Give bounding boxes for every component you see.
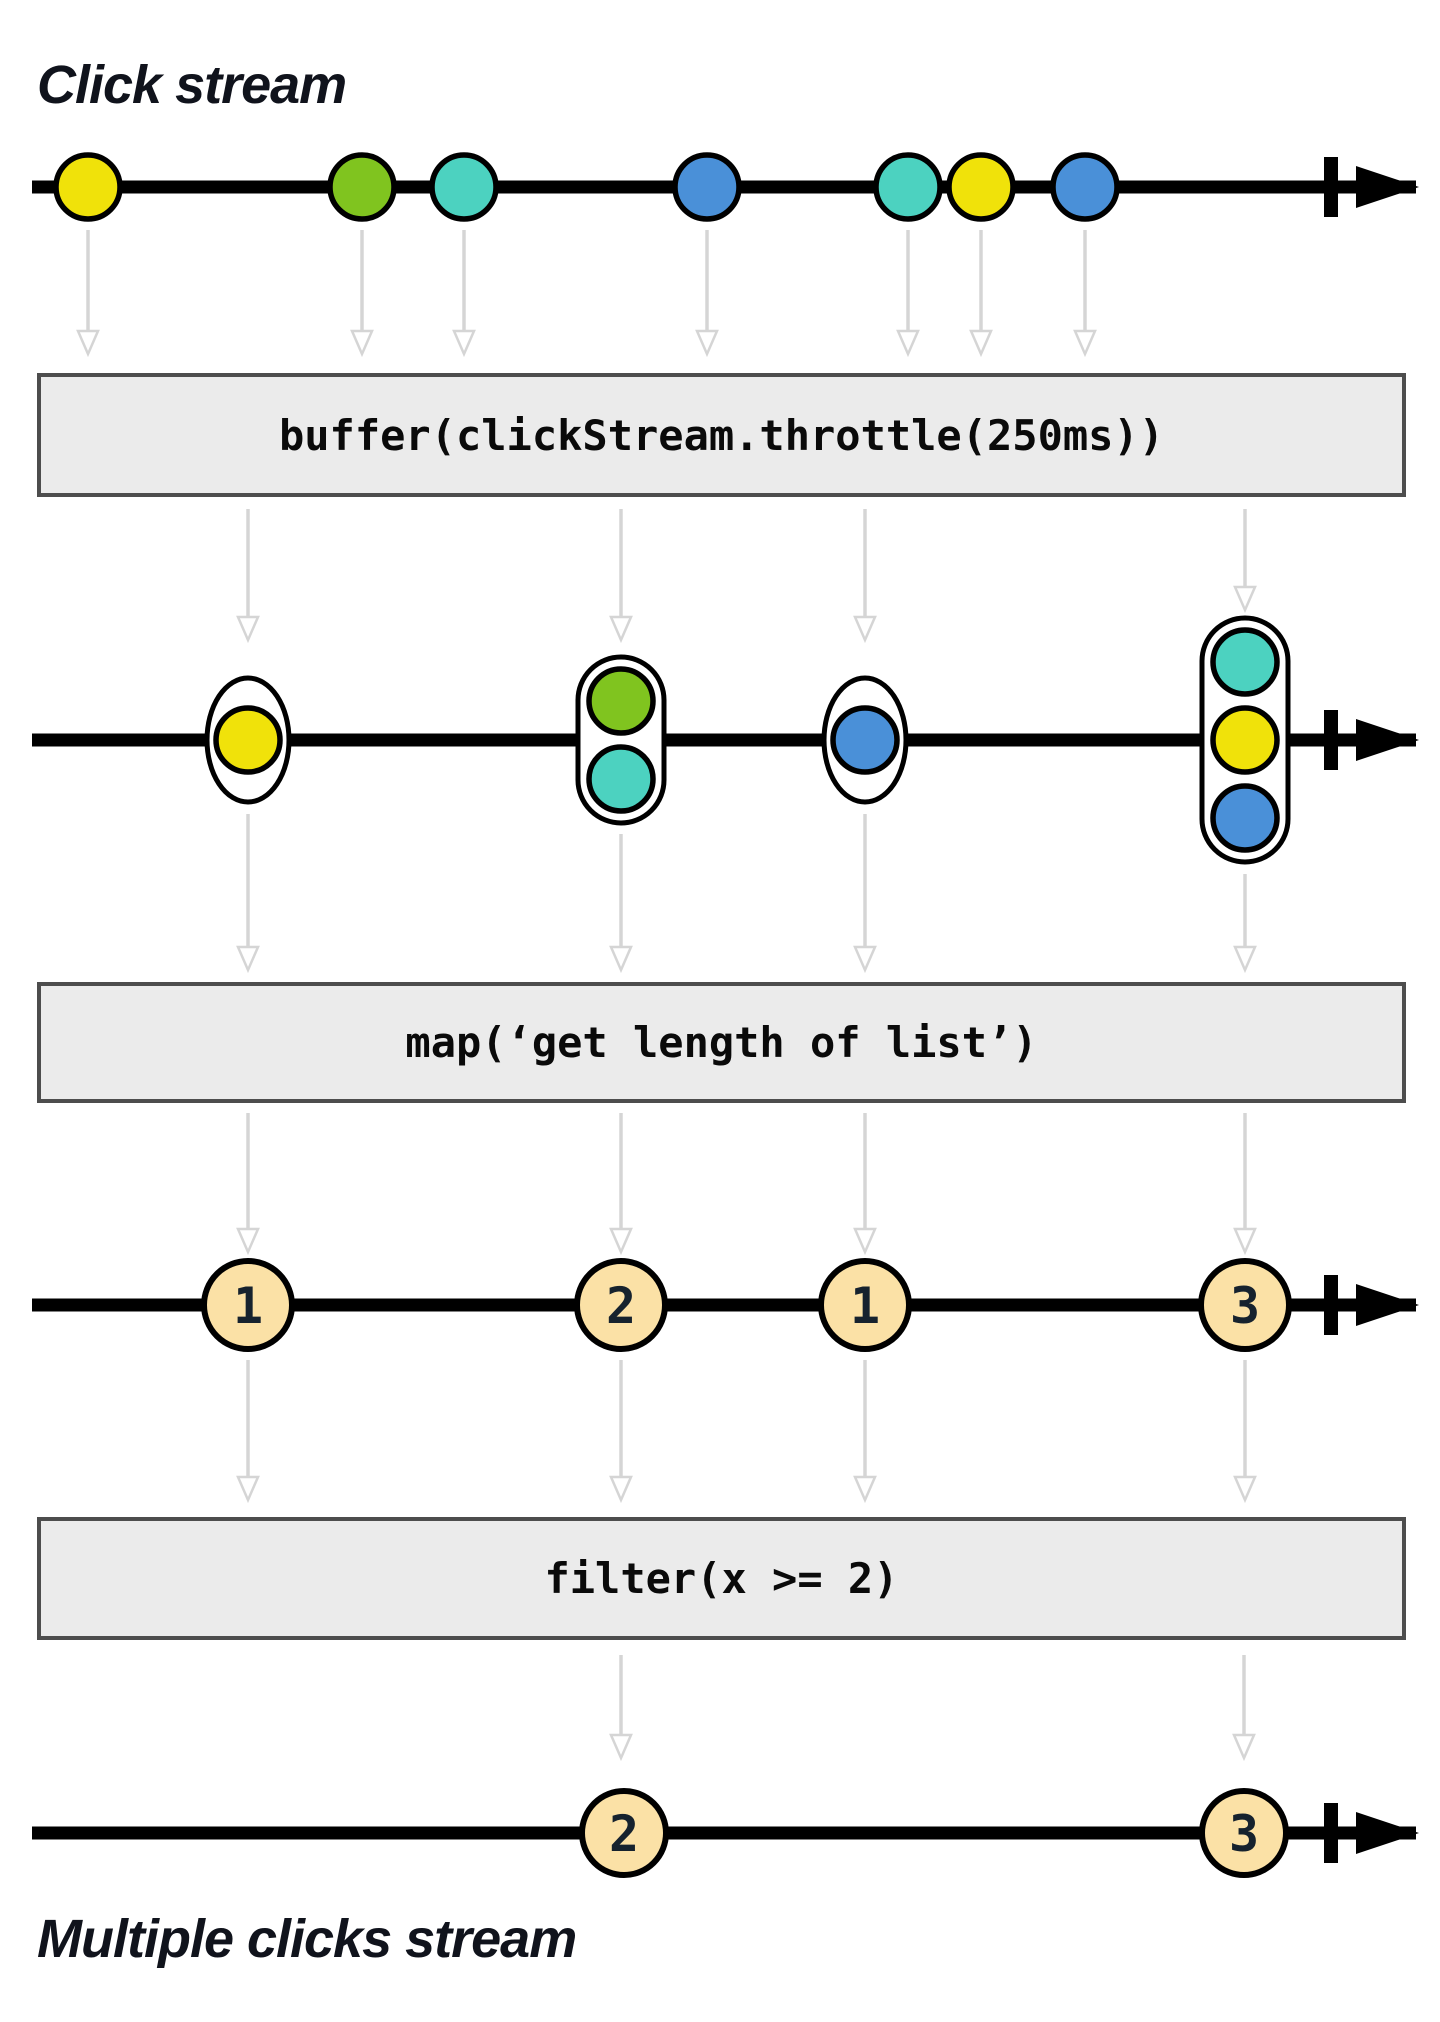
clicks-into-buffer-arrow-head-icon bbox=[695, 329, 719, 358]
filter-out-arrow-head-icon bbox=[609, 1733, 633, 1762]
blue-marble bbox=[672, 152, 742, 222]
counts-into-filter-arrow-head-icon bbox=[1233, 1475, 1257, 1504]
operator-label-map: map(‘get length of list’) bbox=[405, 1018, 1038, 1067]
count-marble bbox=[1198, 1258, 1292, 1352]
multiple-clicks-stream-title: Multiple clicks stream bbox=[37, 1909, 577, 1969]
lists-into-map-arrow-head-icon bbox=[236, 945, 260, 974]
clicks-into-buffer-arrow-head-icon bbox=[452, 329, 476, 358]
count-marble bbox=[579, 1788, 669, 1878]
buffered-lists-stream-arrowhead-icon bbox=[1356, 719, 1419, 761]
list-lengths-stream-arrowhead-icon bbox=[1356, 1284, 1419, 1326]
count-marble-value: 2 bbox=[609, 1805, 639, 1863]
lists-into-map-arrow-head-icon bbox=[1233, 945, 1257, 974]
clicks-into-buffer-arrow-head-icon bbox=[76, 329, 100, 358]
count-marble-value: 1 bbox=[233, 1277, 263, 1335]
counts-into-filter-arrow-head-icon bbox=[236, 1475, 260, 1504]
clicks-into-buffer-arrow-head-icon bbox=[1073, 329, 1097, 358]
count-marble-value: 2 bbox=[606, 1277, 636, 1335]
blue-marble bbox=[1210, 783, 1280, 853]
clicks-into-buffer-arrow-head-icon bbox=[350, 329, 374, 358]
operator-box-filter: filter(x >= 2) bbox=[37, 1517, 1406, 1640]
teal-marble bbox=[586, 744, 656, 814]
counts-into-filter-arrow-head-icon bbox=[853, 1475, 877, 1504]
green-marble bbox=[586, 666, 656, 736]
map-out-arrow-head-icon bbox=[1233, 1227, 1257, 1256]
lists-into-map-arrow-head-icon bbox=[853, 945, 877, 974]
count-marble bbox=[201, 1258, 295, 1352]
teal-marble bbox=[1210, 627, 1280, 697]
yellow-marble bbox=[1210, 705, 1280, 775]
click-stream-terminator-bar bbox=[1324, 157, 1338, 217]
count-marble bbox=[574, 1258, 668, 1352]
buffered-lists-stream-terminator-bar bbox=[1324, 710, 1338, 770]
green-marble bbox=[327, 152, 397, 222]
yellow-marble bbox=[213, 705, 283, 775]
buffer-out-arrow-head-icon bbox=[1233, 585, 1257, 614]
count-marble-value: 3 bbox=[1229, 1805, 1259, 1863]
count-marble-value: 3 bbox=[1230, 1277, 1260, 1335]
operator-label-buffer: buffer(clickStream.throttle(250ms)) bbox=[278, 410, 1164, 460]
blue-marble bbox=[1050, 152, 1120, 222]
count-marble-value: 1 bbox=[850, 1277, 880, 1335]
teal-marble bbox=[873, 152, 943, 222]
clicks-into-buffer-arrow-head-icon bbox=[896, 329, 920, 358]
operator-box-map: map(‘get length of list’) bbox=[37, 982, 1406, 1103]
map-out-arrow-head-icon bbox=[236, 1227, 260, 1256]
yellow-marble bbox=[53, 152, 123, 222]
multiple-clicks-stream-terminator-bar bbox=[1324, 1803, 1338, 1863]
buffer-out-arrow-head-icon bbox=[853, 615, 877, 644]
operator-label-filter: filter(x >= 2) bbox=[544, 1554, 899, 1603]
list-lengths-stream-terminator-bar bbox=[1324, 1275, 1338, 1335]
map-out-arrow-head-icon bbox=[609, 1227, 633, 1256]
yellow-marble bbox=[946, 152, 1016, 222]
count-marble bbox=[818, 1258, 912, 1352]
map-out-arrow-head-icon bbox=[853, 1227, 877, 1256]
filter-out-arrow-head-icon bbox=[1232, 1733, 1256, 1762]
operator-box-buffer: buffer(clickStream.throttle(250ms)) bbox=[37, 373, 1406, 497]
teal-marble bbox=[429, 152, 499, 222]
blue-marble bbox=[830, 705, 900, 775]
counts-into-filter-arrow-head-icon bbox=[609, 1475, 633, 1504]
count-marble bbox=[1199, 1788, 1289, 1878]
multiple-clicks-stream-arrowhead-icon bbox=[1356, 1812, 1419, 1854]
click-stream-title: Click stream bbox=[37, 55, 347, 115]
buffer-out-arrow-head-icon bbox=[236, 615, 260, 644]
lists-into-map-arrow-head-icon bbox=[609, 945, 633, 974]
click-stream-arrowhead-icon bbox=[1356, 166, 1419, 208]
clicks-into-buffer-arrow-head-icon bbox=[969, 329, 993, 358]
buffer-out-arrow-head-icon bbox=[609, 615, 633, 644]
